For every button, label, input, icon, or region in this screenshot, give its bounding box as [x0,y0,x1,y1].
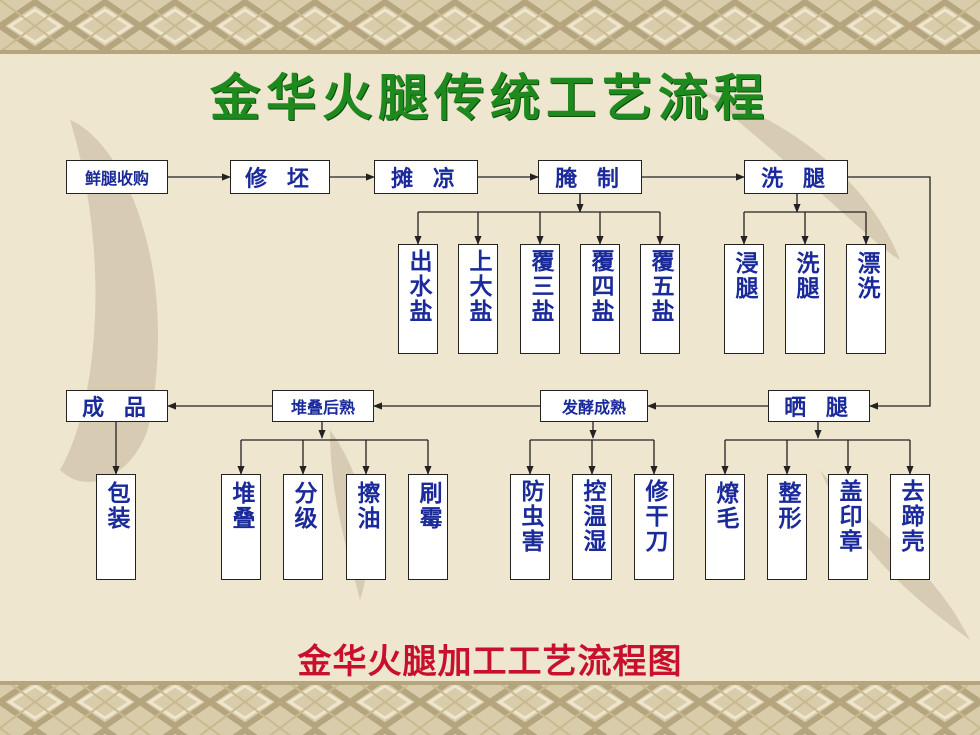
washing-substep: 洗腿 [785,244,825,354]
sundry-substep: 燎毛 [705,474,745,580]
curing-substep: 覆三盐 [520,244,560,354]
arrow-wash-to-sundry [848,176,931,410]
ferment-substep: 控温湿 [572,474,612,580]
step-spread-cool: 摊 凉 [374,160,478,194]
ferment-substep: 防虫害 [510,474,550,580]
step-sun-dry: 晒 腿 [768,390,870,422]
top-border-band [0,0,980,52]
curing-substep: 覆四盐 [580,244,620,354]
stack-substep: 堆叠 [221,474,261,580]
washing-substep: 漂洗 [846,244,886,354]
bottom-border-band [0,683,980,735]
step-ferment-mature: 发酵成熟 [540,390,648,422]
step-wash-leg: 洗 腿 [744,160,848,194]
step-stack-post-mature: 堆叠后熟 [272,390,374,422]
step-curing: 腌 制 [538,160,642,194]
step-finished-product: 成 品 [66,390,168,422]
ferment-substep: 修干刀 [634,474,674,580]
step-trim-blank: 修 坯 [230,160,330,194]
sundry-substep: 盖印章 [828,474,868,580]
stack-substep: 刷霉 [408,474,448,580]
washing-substep: 浸腿 [724,244,764,354]
curing-substep: 出水盐 [398,244,438,354]
curing-substep: 上大盐 [458,244,498,354]
step-fresh-leg-purchase: 鲜腿收购 [66,160,168,194]
sundry-substep: 去蹄壳 [890,474,930,580]
sundry-substep: 整形 [767,474,807,580]
stack-substep: 擦油 [346,474,386,580]
product-substep: 包装 [96,474,136,580]
diagram-caption: 金华火腿加工工艺流程图 [297,642,683,682]
stack-substep: 分级 [283,474,323,580]
curing-substep: 覆五盐 [640,244,680,354]
page-title: 金华火腿传统工艺流程 [210,68,770,127]
